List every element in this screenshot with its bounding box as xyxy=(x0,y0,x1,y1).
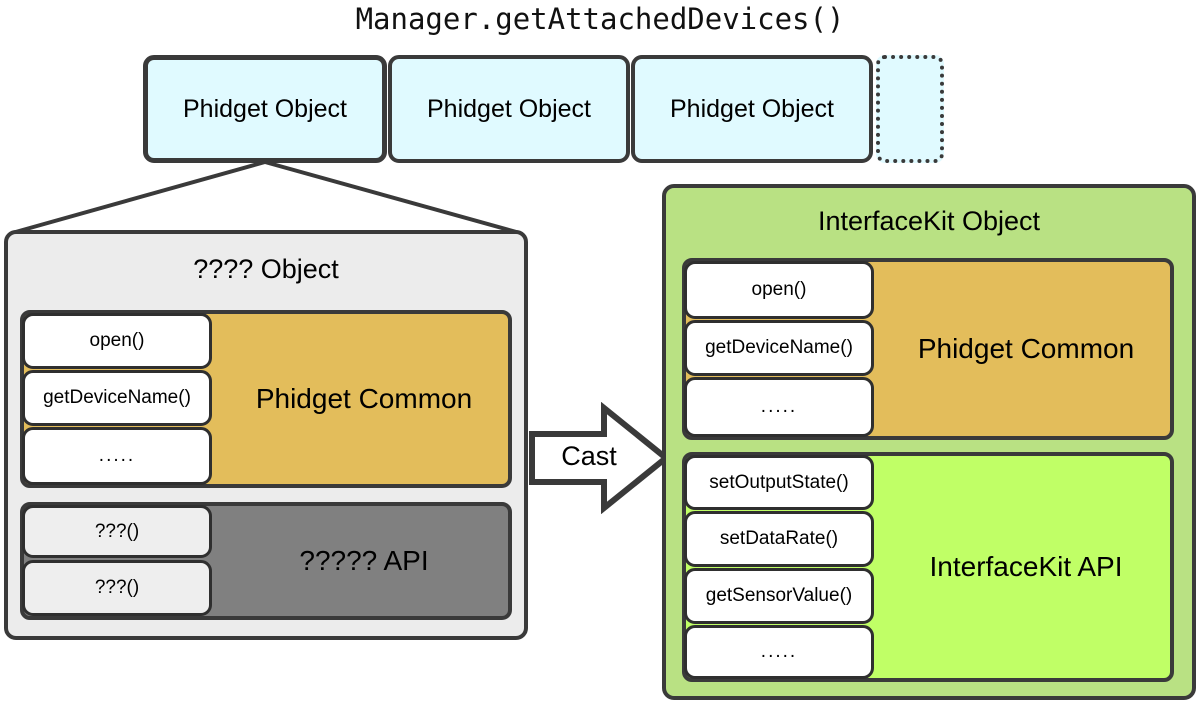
method-chip-unknown-1[interactable]: ???() xyxy=(22,505,212,558)
diagram-title: Manager.getAttachedDevices() xyxy=(355,2,845,36)
phidget-object-box-1[interactable]: Phidget Object xyxy=(143,55,387,163)
unknown-object-title: ???? Object xyxy=(193,254,339,284)
phidget-object-box-3[interactable]: Phidget Object xyxy=(631,55,873,163)
method-chip-more-right: ..... xyxy=(684,377,874,437)
phidget-object-box-placeholder xyxy=(876,55,944,163)
method-chip-set-data-rate[interactable]: setDataRate() xyxy=(684,511,874,567)
method-chip-more-api: ..... xyxy=(684,625,874,679)
method-chip-set-output-state[interactable]: setOutputState() xyxy=(684,455,874,510)
method-chip-open-right[interactable]: open() xyxy=(684,261,874,319)
method-chip-get-device-name[interactable]: getDeviceName() xyxy=(22,370,212,426)
method-chip-get-device-name-right[interactable]: getDeviceName() xyxy=(684,320,874,376)
phidget-object-label: Phidget Object xyxy=(427,94,591,123)
phidget-object-label: Phidget Object xyxy=(670,94,834,123)
method-chip-unknown-2[interactable]: ???() xyxy=(22,560,212,616)
method-chip-more: ..... xyxy=(22,427,212,485)
cast-label: Cast xyxy=(561,441,617,471)
left-phidget-common-label: Phidget Common xyxy=(255,383,473,414)
method-chip-get-sensor-value[interactable]: getSensorValue() xyxy=(684,568,874,624)
phidget-object-label: Phidget Object xyxy=(183,94,347,123)
phidget-object-box-2[interactable]: Phidget Object xyxy=(388,55,630,163)
right-phidget-common-label: Phidget Common xyxy=(917,333,1135,364)
phidget-object-row: Phidget Object Phidget Object Phidget Ob… xyxy=(143,55,953,163)
interfacekit-api-label: InterfaceKit API xyxy=(929,551,1123,582)
left-unknown-api-label: ????? API xyxy=(299,545,429,576)
interfacekit-object-title: InterfaceKit Object xyxy=(817,206,1041,236)
method-chip-open[interactable]: open() xyxy=(22,313,212,369)
cast-arrow-icon xyxy=(529,402,670,514)
